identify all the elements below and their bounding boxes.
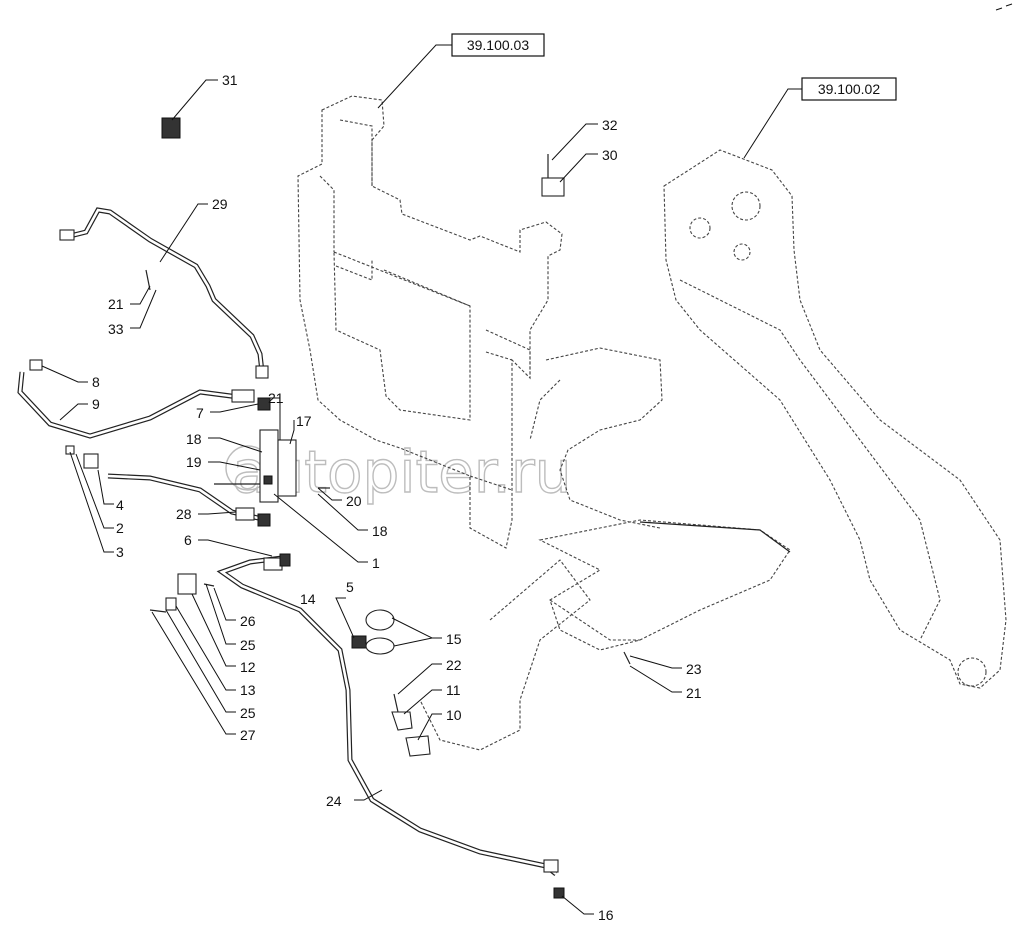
left-frame (297, 95, 563, 549)
adapter-icon (279, 553, 291, 567)
callout-29[interactable]: 29 (212, 196, 228, 212)
callout-10[interactable]: 10 (446, 707, 462, 723)
fitting-icon (59, 229, 75, 241)
callout-6[interactable]: 6 (184, 532, 192, 548)
fitting-icon (65, 445, 75, 455)
callout-16[interactable]: 16 (598, 907, 614, 923)
leader-lines (41, 79, 682, 915)
bracket-icon (405, 735, 431, 757)
nut-icon (553, 887, 565, 899)
callout-11[interactable]: 11 (446, 682, 461, 698)
callout-18[interactable]: 18 (186, 431, 202, 447)
right-frame (529, 149, 1007, 689)
callout-32[interactable]: 32 (602, 117, 618, 133)
callout-21[interactable]: 21 (686, 685, 702, 701)
callout-31[interactable]: 31 (222, 72, 238, 88)
callout-20[interactable]: 20 (346, 493, 362, 509)
corner-mark (995, 3, 1013, 11)
callout-18[interactable]: 18 (372, 523, 388, 539)
callout-12[interactable]: 12 (240, 659, 256, 675)
callout-5[interactable]: 5 (346, 579, 354, 595)
callout-25[interactable]: 25 (240, 705, 256, 721)
callout-8[interactable]: 8 (92, 374, 100, 390)
fitting-icon (543, 859, 559, 873)
reference-box-39.100.03[interactable]: 39.100.03 (377, 33, 545, 109)
callout-1[interactable]: 1 (372, 555, 380, 571)
callout-33[interactable]: 33 (108, 321, 124, 337)
callout-15[interactable]: 15 (446, 631, 462, 647)
hose-29 (59, 207, 269, 379)
hose-9 (17, 359, 271, 439)
fitting-icon (29, 359, 43, 371)
callout-4[interactable]: 4 (116, 497, 124, 513)
callout-22[interactable]: 22 (446, 657, 462, 673)
fitting-icon (235, 507, 255, 521)
callout-17[interactable]: 17 (296, 413, 312, 429)
fitting-icon (83, 453, 99, 469)
callout-7[interactable]: 7 (196, 405, 204, 421)
switch-icon (161, 117, 181, 139)
fitting-icon (255, 365, 269, 379)
callout-3[interactable]: 3 (116, 544, 124, 560)
callout-13[interactable]: 13 (240, 682, 256, 698)
callout-21[interactable]: 21 (108, 296, 124, 312)
valve-block (214, 429, 330, 503)
callout-2[interactable]: 2 (116, 520, 124, 536)
callout-21[interactable]: 21 (268, 390, 284, 406)
hose-28 (65, 445, 271, 527)
bushing-icon (177, 573, 197, 595)
callout-27[interactable]: 27 (240, 727, 256, 743)
clamp-icon (365, 609, 395, 631)
fitting-icon (541, 177, 565, 197)
callouts: 31 32 30 29 21 33 8 9 7 21 17 18 19 20 1… (92, 72, 702, 923)
platform (419, 519, 791, 751)
callout-25[interactable]: 25 (240, 637, 256, 653)
callout-24[interactable]: 24 (326, 793, 342, 809)
callout-30[interactable]: 30 (602, 147, 618, 163)
hose-24 (216, 553, 565, 899)
callout-28[interactable]: 28 (176, 506, 192, 522)
reference-label: 39.100.02 (818, 81, 880, 97)
callout-19[interactable]: 19 (186, 454, 202, 470)
bracket-icon (391, 711, 413, 731)
clamp-icon (365, 637, 395, 655)
callout-23[interactable]: 23 (686, 661, 702, 677)
callout-9[interactable]: 9 (92, 396, 100, 412)
spacer-icon (165, 597, 177, 611)
callout-26[interactable]: 26 (240, 613, 256, 629)
small-parts (145, 117, 631, 757)
block-icon (351, 635, 367, 649)
fitting-icon (231, 389, 255, 403)
reference-label: 39.100.03 (467, 37, 529, 53)
reference-box-39.100.02[interactable]: 39.100.02 (743, 77, 897, 159)
fitting-icon (263, 557, 283, 571)
callout-14[interactable]: 14 (300, 591, 316, 607)
adapter-icon (257, 513, 271, 527)
